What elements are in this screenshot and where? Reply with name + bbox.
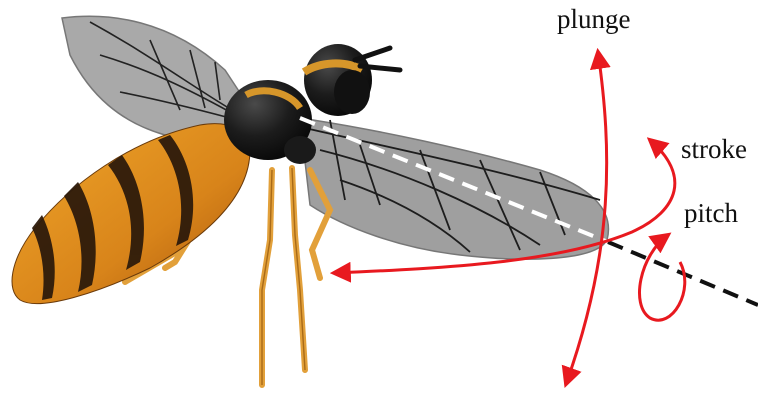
antennae — [355, 48, 400, 70]
pitch-label: pitch — [684, 200, 738, 227]
plunge-label: plunge — [557, 6, 631, 33]
stroke-label: stroke — [681, 136, 747, 163]
pitch-arrow — [640, 235, 685, 320]
wasp-illustration — [12, 16, 608, 385]
